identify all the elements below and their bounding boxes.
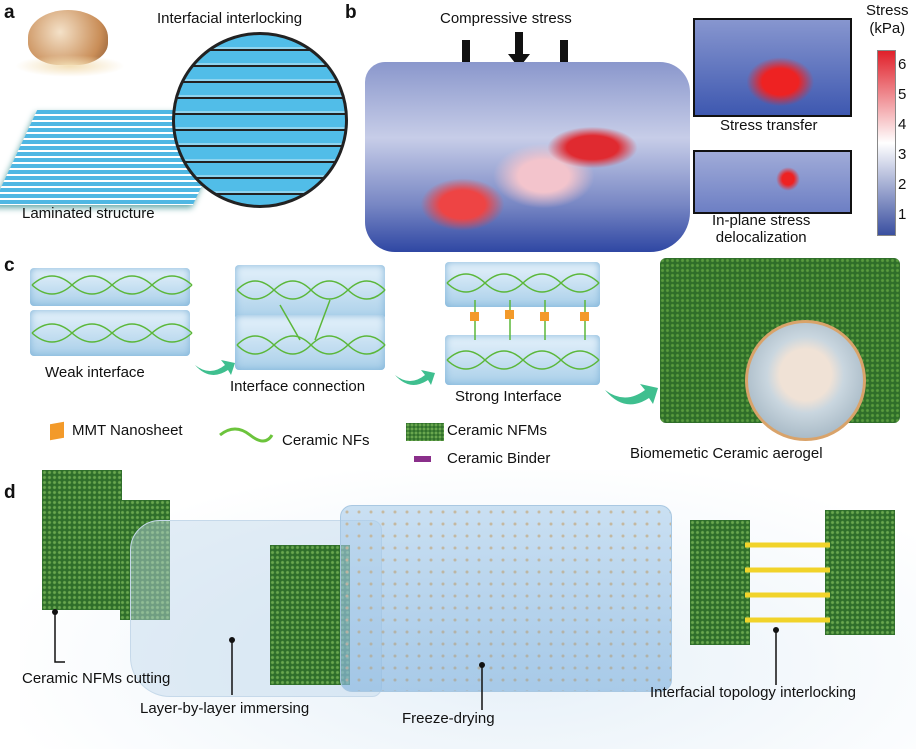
- colorbar-tick-label: 5: [898, 86, 907, 103]
- step-weak-interface: Weak interface: [45, 364, 145, 381]
- freeze-dry-block: [340, 505, 672, 692]
- colorbar-tick-label: 4: [898, 116, 907, 133]
- panel-label-b: b: [345, 2, 357, 23]
- colorbar-tick-label: 6: [898, 56, 907, 73]
- connection-upper-layer: [235, 265, 385, 320]
- legend-ceramic-nfs: Ceramic NFs: [282, 432, 370, 449]
- nfm-stack-immersed: [270, 545, 350, 685]
- aerogel-photo-circle: [745, 320, 866, 441]
- interlocking-right-block: [825, 510, 895, 635]
- connection-lower-layer: [235, 315, 385, 370]
- panel-label-d: d: [4, 482, 16, 503]
- legend-ceramic-nfms: Ceramic NFMs: [447, 422, 547, 439]
- weak-lower-layer: [30, 310, 190, 356]
- colorbar-tick-label: 3: [898, 146, 907, 163]
- compressive-stress-label: Compressive stress: [440, 10, 572, 27]
- step-topology-interlocking: Interfacial topology interlocking: [650, 684, 856, 701]
- step-nfm-cutting: Ceramic NFMs cutting: [22, 670, 171, 687]
- colorbar-tick-label: 1: [898, 206, 907, 223]
- interlocking-left-block: [690, 520, 750, 645]
- delocalization-line1: In-plane stress: [712, 212, 811, 229]
- aerogel-caption: Biomemetic Ceramic aerogel: [630, 445, 823, 462]
- delocalization-line2: delocalization: [715, 229, 807, 246]
- nfm-block-1: [42, 470, 122, 610]
- legend-ceramic-binder: Ceramic Binder: [447, 450, 551, 467]
- strong-upper-layer: [445, 262, 600, 307]
- colorbar: [877, 50, 896, 236]
- step-strong-interface: Strong Interface: [455, 388, 562, 405]
- stress-delocalization-inset: [693, 150, 852, 214]
- step-interface-connection: Interface connection: [230, 378, 366, 395]
- colorbar-tick-label: 2: [898, 176, 907, 193]
- panel-label-a: a: [4, 2, 15, 23]
- step-layer-immersing: Layer-by-layer immersing: [140, 700, 310, 717]
- colorbar-title-line2: (kPa): [869, 20, 906, 37]
- zoom-circle: [172, 32, 348, 208]
- ceramic-binder-swatch: [414, 456, 431, 462]
- step-freeze-drying: Freeze-drying: [402, 710, 495, 727]
- ceramic-nfm-swatch: [406, 423, 444, 441]
- interlocking-title: Interfacial interlocking: [157, 10, 303, 27]
- colorbar-title: Stress(kPa): [866, 2, 909, 38]
- colorbar-title-line1: Stress: [866, 2, 909, 19]
- laminated-caption: Laminated structure: [22, 205, 155, 222]
- sand: [15, 55, 125, 77]
- legend-mmt-nanosheet: MMT Nanosheet: [72, 422, 183, 439]
- stress-transfer-inset: [693, 18, 852, 117]
- stress-simulation: [365, 62, 690, 252]
- stress-transfer-label: Stress transfer: [720, 117, 818, 134]
- panel-label-c: c: [4, 255, 15, 276]
